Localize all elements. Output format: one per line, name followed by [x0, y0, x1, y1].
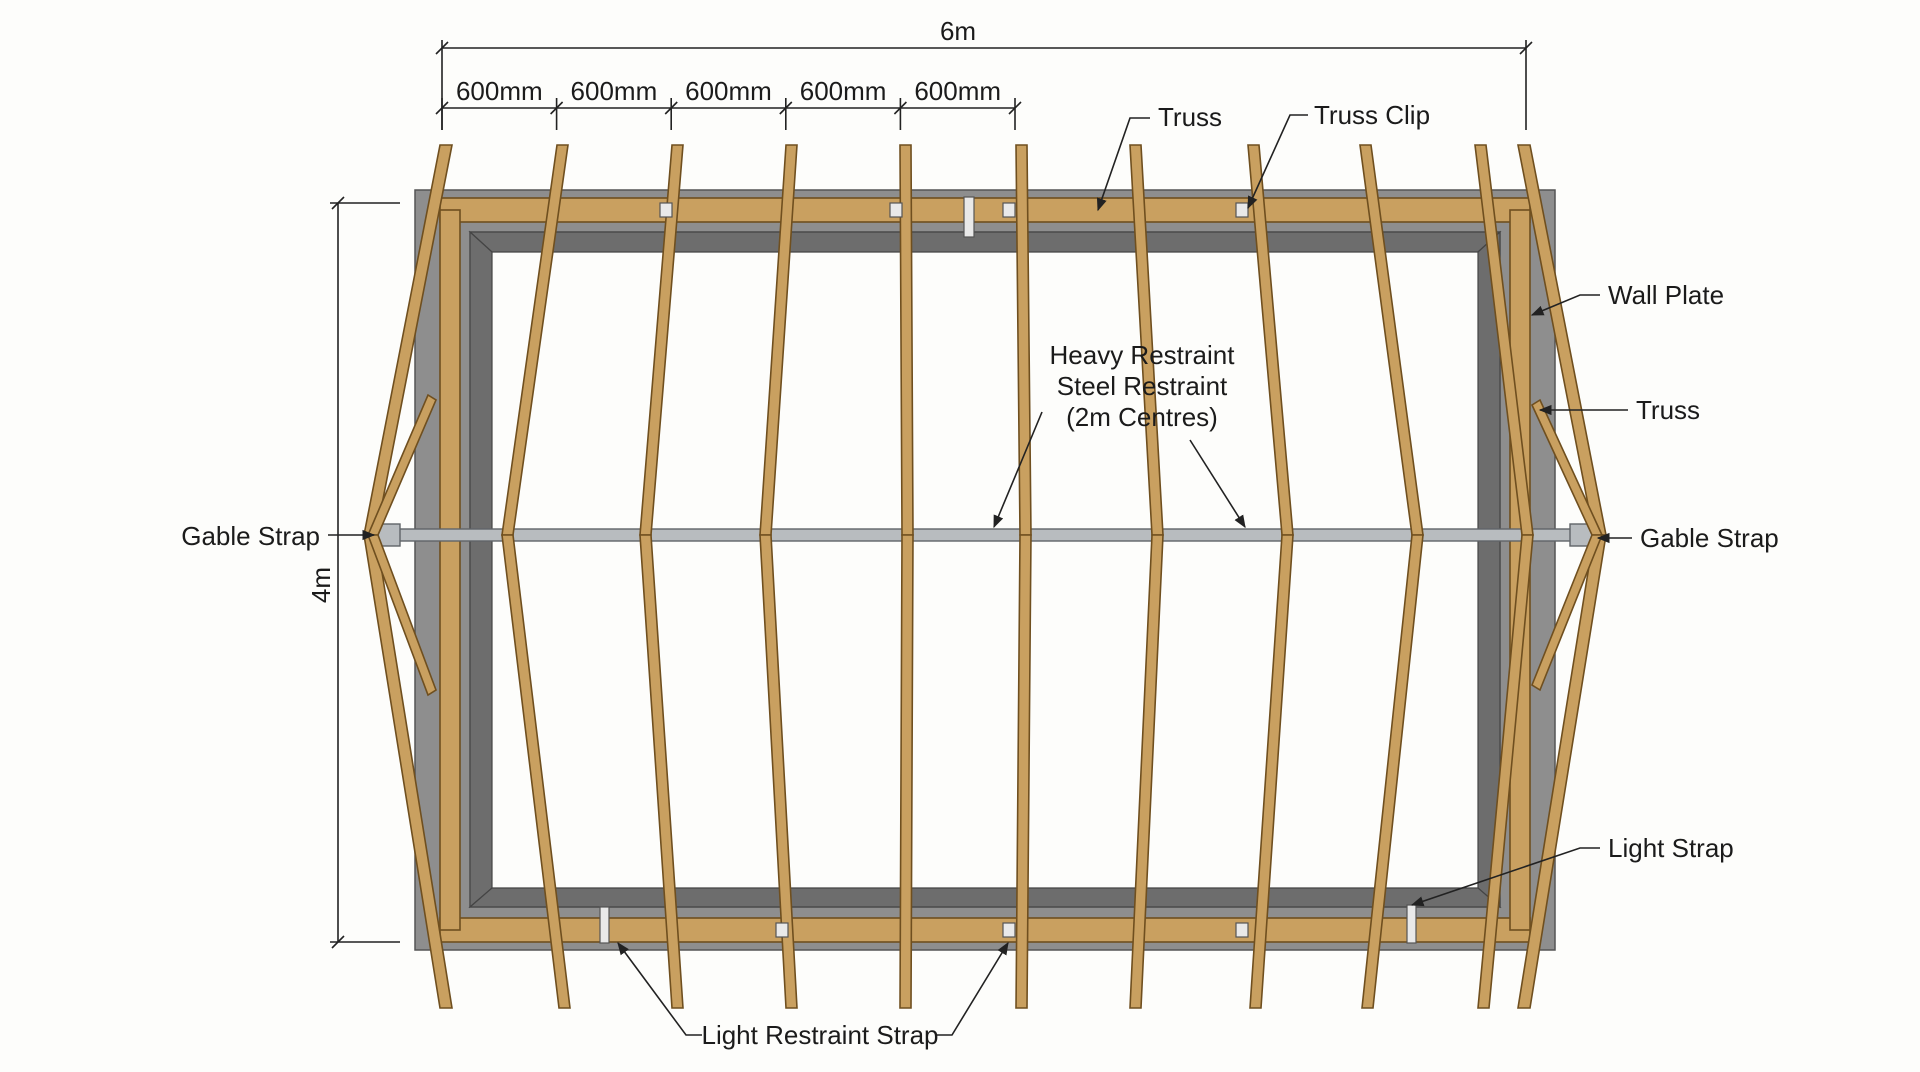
spacing-dimension-slash — [435, 101, 449, 115]
truss-member — [1477, 534, 1534, 1009]
callout-heavy-restraint: Heavy Restraint Steel Restraint (2m Cent… — [993, 340, 1246, 529]
label-gable-strap-left: Gable Strap — [181, 521, 320, 551]
dimension-overall-width: 6m — [435, 16, 1533, 130]
callout-wall-plate: Wall Plate — [1530, 280, 1724, 316]
label-heavy-restraint-line-2: Steel Restraint — [1057, 371, 1228, 401]
spacing-label: 600mm — [571, 76, 658, 106]
label-truss-clip: Truss Clip — [1314, 100, 1430, 130]
callout-gable-strap-left: Gable Strap — [181, 521, 376, 551]
truss-clip — [775, 922, 789, 938]
truss-clip — [1235, 922, 1249, 938]
spacing-label: 600mm — [685, 76, 772, 106]
truss-clip — [1002, 202, 1016, 218]
wall-inner-shadow — [468, 231, 1502, 253]
spacing-label: 600mm — [456, 76, 543, 106]
label-heavy-restraint-line-1: Heavy Restraint — [1050, 340, 1236, 370]
label-truss-top: Truss — [1158, 102, 1222, 132]
truss-member — [639, 534, 684, 1009]
spacing-label: 600mm — [800, 76, 887, 106]
callout-light-restraint-strap: Light Restraint Strap — [617, 941, 1009, 1050]
light-restraint-bracket — [599, 906, 610, 944]
wall-plate-left — [439, 209, 461, 931]
label-heavy-restraint-line-3: (2m Centres) — [1066, 402, 1218, 432]
truss-member — [1129, 534, 1164, 1009]
truss-member — [501, 534, 571, 1009]
wall-plate-bottom — [439, 917, 1531, 943]
truss-member — [759, 534, 798, 1009]
dimension-spacings: 600mm 600mm 600mm 600mm 600mm — [435, 76, 1022, 130]
truss-member — [1361, 534, 1424, 1009]
label-light-strap: Light Strap — [1608, 833, 1734, 863]
wall-inner-shadow-left — [469, 230, 493, 909]
spacing-dimension-slash — [550, 101, 564, 115]
height-dimension-label: 4m — [306, 567, 336, 603]
light-strap-bracket — [1406, 904, 1417, 944]
spacing-label: 600mm — [914, 76, 1001, 106]
callout-truss-clip: Truss Clip — [1247, 100, 1430, 210]
callout-light-strap: Light Strap — [1410, 833, 1734, 907]
callout-truss-top: Truss — [1096, 102, 1222, 212]
wall-inner-shadow-bottom — [468, 887, 1502, 908]
spacing-dimension-slash — [664, 101, 678, 115]
truss-group — [363, 144, 1607, 1009]
spacing-dimension-slash — [893, 101, 907, 115]
label-light-restraint-strap: Light Restraint Strap — [701, 1020, 938, 1050]
label-wall-plate: Wall Plate — [1608, 280, 1724, 310]
truss-member — [1015, 534, 1032, 1009]
wall-plate-top — [439, 197, 1531, 223]
heavy-restraint-bracket — [963, 196, 975, 238]
label-truss-right: Truss — [1636, 395, 1700, 425]
truss-member — [1249, 534, 1294, 1009]
callout-gable-strap-right: Gable Strap — [1596, 523, 1779, 553]
label-gable-strap-right: Gable Strap — [1640, 523, 1779, 553]
wall-foundation — [414, 189, 1556, 951]
truss-clip — [1002, 922, 1016, 938]
truss-member — [899, 534, 914, 1009]
callout-truss-right: Truss — [1538, 395, 1700, 425]
truss-clip — [889, 202, 903, 218]
truss-clip — [1235, 202, 1249, 218]
width-dimension-label: 6m — [940, 16, 976, 46]
truss-clip — [659, 202, 673, 218]
dimension-overall-height: 4m — [306, 196, 400, 949]
spacing-dimension-slash — [779, 101, 793, 115]
wall-inner-void — [469, 231, 1501, 908]
spacing-dimension-slash — [1008, 101, 1022, 115]
